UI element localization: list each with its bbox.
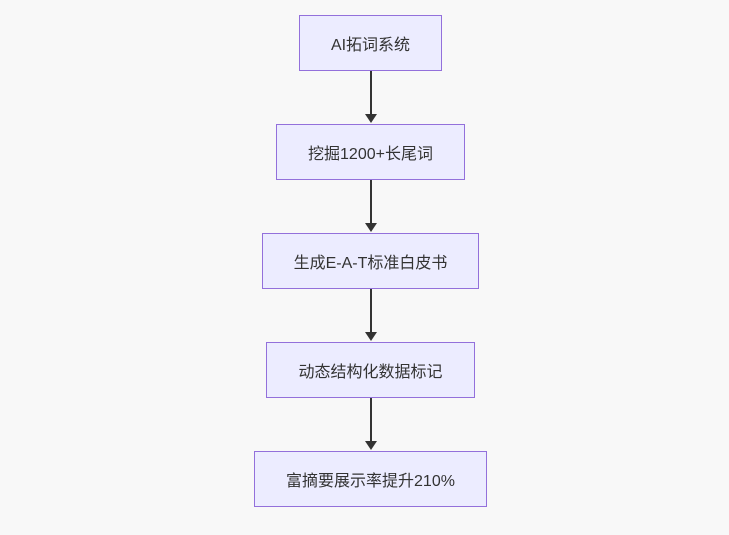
flow-node-label: 生成E-A-T标准白皮书 bbox=[293, 255, 448, 272]
flow-arrow bbox=[364, 180, 377, 233]
arrow-head-icon bbox=[364, 223, 377, 232]
flow-node-rich-snippet-rate-increase: 富摘要展示率提升210% bbox=[254, 451, 487, 507]
flow-node-label: 动态结构化数据标记 bbox=[298, 364, 443, 381]
arrow-line bbox=[369, 71, 372, 115]
flow-node-label: 富摘要展示率提升210% bbox=[286, 473, 455, 490]
flow-arrow bbox=[364, 71, 377, 124]
flow-node-ai-word-expansion-system: AI拓词系统 bbox=[298, 15, 443, 71]
arrow-line bbox=[369, 289, 372, 333]
arrow-line bbox=[369, 398, 372, 442]
flow-node-dynamic-structured-data-markup: 动态结构化数据标记 bbox=[266, 342, 475, 398]
flowchart: AI拓词系统 挖掘1200+长尾词 生成E-A-T标准白皮书 动态结构化数据标记… bbox=[6, 0, 729, 535]
flow-arrow bbox=[364, 398, 377, 451]
flow-node-label: AI拓词系统 bbox=[330, 37, 411, 54]
arrow-head-icon bbox=[364, 114, 377, 123]
flow-node-mine-longtail-keywords: 挖掘1200+长尾词 bbox=[276, 124, 465, 180]
arrow-head-icon bbox=[364, 332, 377, 341]
flow-node-label: 挖掘1200+长尾词 bbox=[308, 146, 433, 163]
flow-node-generate-eat-whitepaper: 生成E-A-T标准白皮书 bbox=[261, 233, 480, 289]
arrow-head-icon bbox=[364, 441, 377, 450]
flow-arrow bbox=[364, 289, 377, 342]
arrow-line bbox=[369, 180, 372, 224]
